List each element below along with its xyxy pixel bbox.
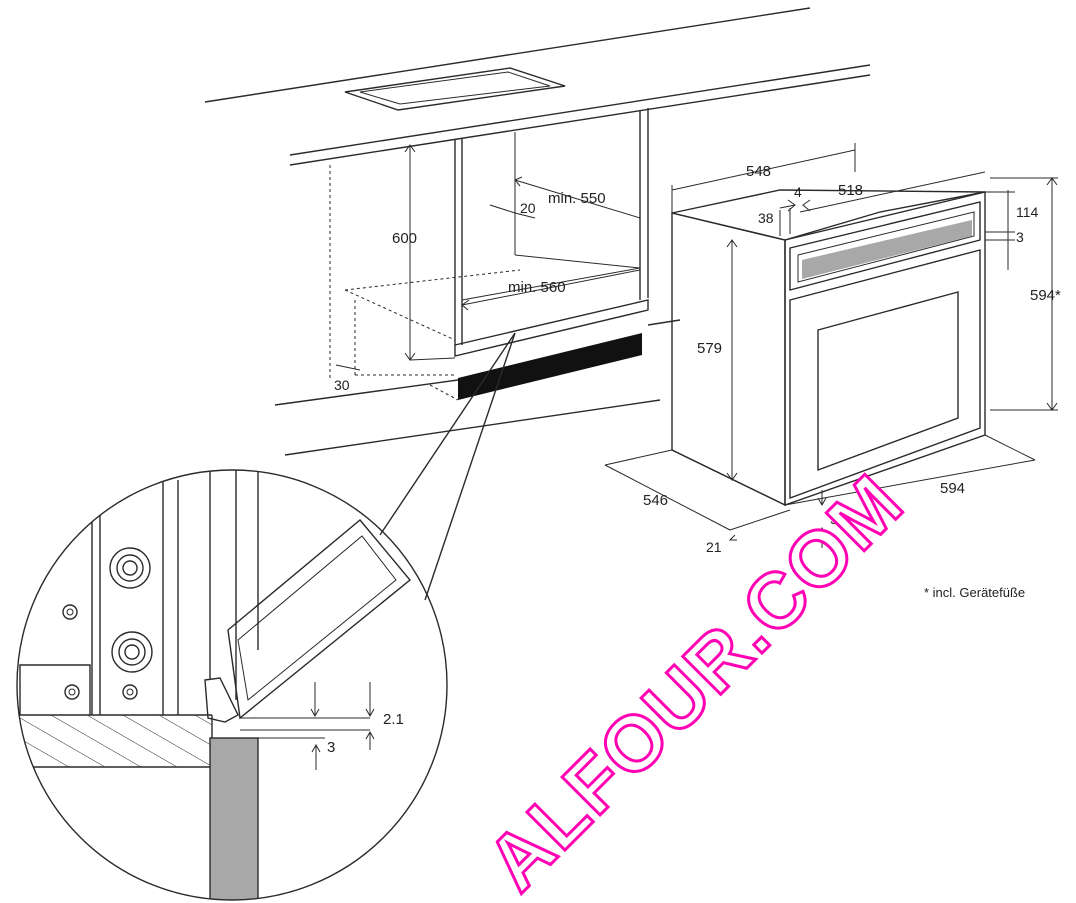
- connector-terminals: [19, 547, 153, 715]
- dim-3-detail: 3: [327, 739, 335, 756]
- dim-20: 20: [520, 200, 536, 216]
- hob: [344, 67, 566, 111]
- dim-38: 38: [758, 210, 774, 226]
- dim-5: 5: [830, 511, 838, 527]
- dim-594-width: 594: [940, 480, 965, 497]
- dim-2-1: 2.1: [383, 711, 404, 728]
- plinth: [458, 333, 642, 400]
- oven: [671, 189, 986, 507]
- dim-546: 546: [643, 492, 668, 509]
- oven-dimensions: [604, 143, 1058, 548]
- dim-30: 30: [334, 377, 350, 393]
- watermark-text: ALFOUR.COM: [470, 457, 920, 903]
- dim-min-550: min. 550: [548, 190, 606, 207]
- dim-579: 579: [697, 340, 722, 357]
- dim-600: 600: [392, 230, 417, 247]
- dim-518: 518: [838, 182, 863, 199]
- dimension-labels: 600 30 20 min. 550 min. 560 548 4 518 38…: [327, 163, 1061, 756]
- dim-4: 4: [794, 184, 802, 200]
- cabinet-niche: [204, 7, 871, 456]
- watermark: ALFOUR.COM: [468, 455, 921, 903]
- dim-min-560: min. 560: [508, 279, 566, 296]
- control-display: [802, 220, 972, 279]
- dim-3-top: 3: [1016, 229, 1024, 245]
- dim-548: 548: [746, 163, 771, 180]
- cabinet-side-panel: [209, 737, 259, 900]
- footnote: * incl. Gerätefüße: [924, 585, 1025, 600]
- dim-21: 21: [706, 539, 722, 555]
- dim-594-height: 594*: [1030, 287, 1061, 304]
- dim-114: 114: [1016, 204, 1039, 220]
- detail-magnifier: [16, 332, 516, 901]
